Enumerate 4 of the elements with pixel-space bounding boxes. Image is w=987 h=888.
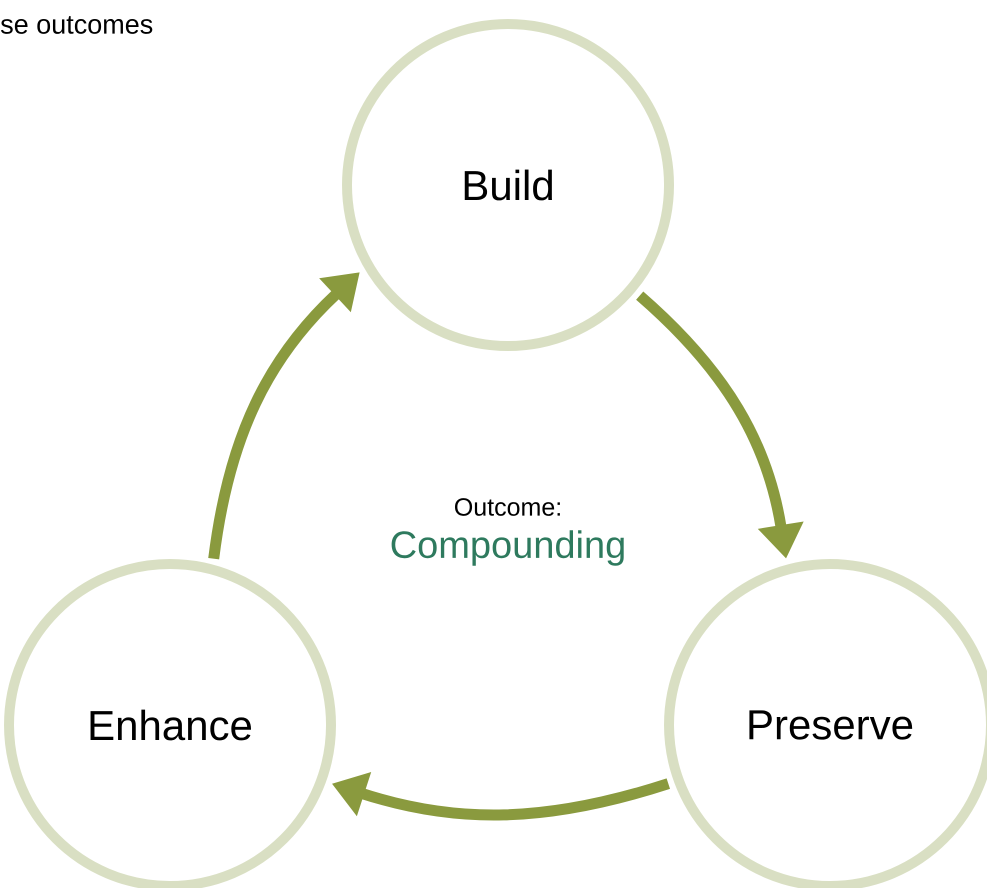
text-label: Compounding	[392, 530, 624, 566]
text-label: se outcomes	[0, 16, 152, 34]
circle-node: Build	[342, 19, 674, 351]
text-label: Outcome:	[455, 498, 560, 516]
